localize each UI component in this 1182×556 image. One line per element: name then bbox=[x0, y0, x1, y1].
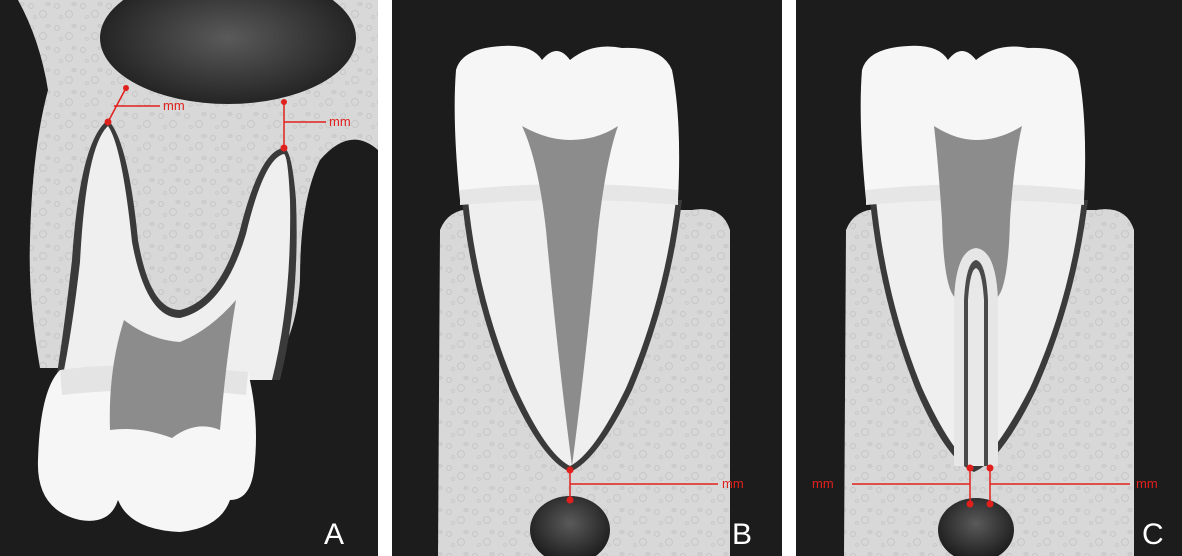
canal-separation bbox=[968, 268, 984, 466]
panel-letter: C bbox=[1142, 518, 1164, 551]
panel-b-diagram: mm B bbox=[392, 0, 782, 556]
measurement-label: mm bbox=[1136, 476, 1158, 491]
measurement-label: mm bbox=[722, 476, 744, 491]
measurement-label: mm bbox=[812, 476, 834, 491]
panel-letter: B bbox=[732, 518, 752, 551]
panel-c: mm mm C bbox=[796, 0, 1182, 556]
panel-b: mm B bbox=[392, 0, 782, 556]
panel-c-diagram: mm mm C bbox=[796, 0, 1182, 556]
panel-a: mm mm A bbox=[0, 0, 378, 556]
panel-a-diagram: mm mm A bbox=[0, 0, 378, 556]
measurement-label: mm bbox=[163, 98, 185, 113]
measurement-label: mm bbox=[329, 114, 351, 129]
panel-letter: A bbox=[324, 518, 344, 551]
